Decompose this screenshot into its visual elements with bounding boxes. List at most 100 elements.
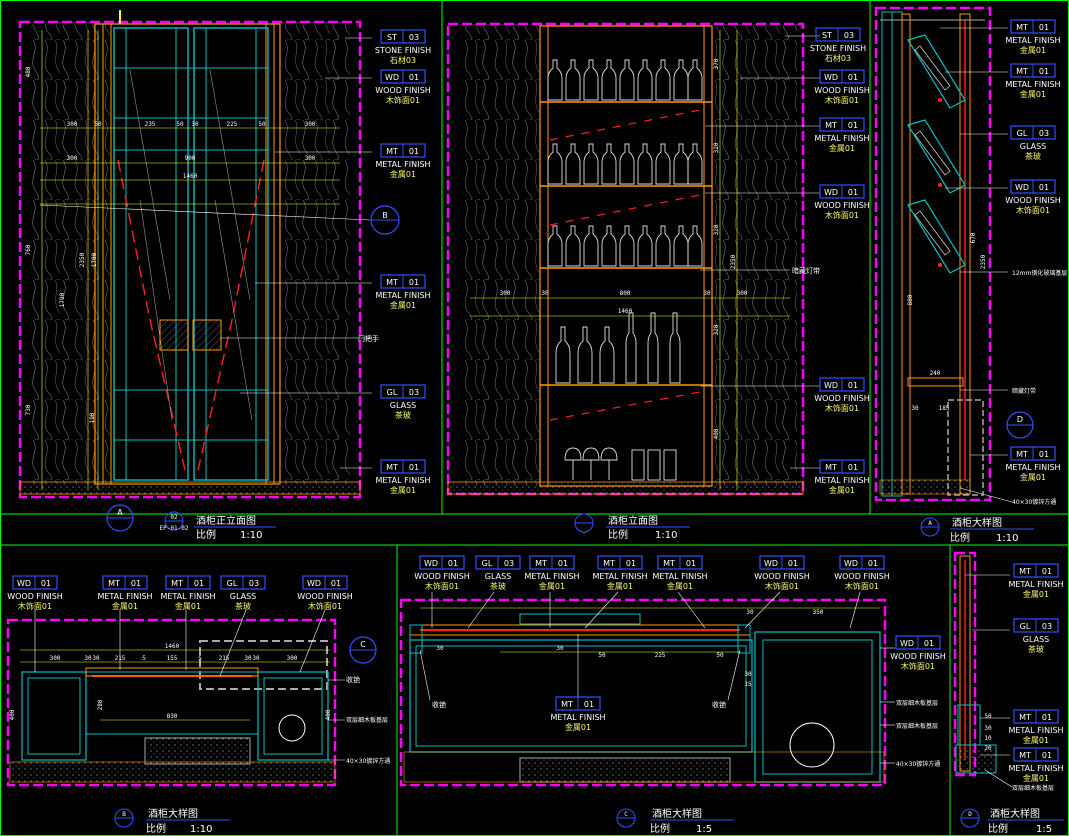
tag-chinese: 茶玻 [1028,644,1044,654]
tag-number: 03 [409,388,419,397]
dim-text: 185 [939,405,950,412]
dim-text: 880 [907,294,914,305]
tag-chinese: 木饰面01 [765,581,799,591]
view-title-detail-b: B 酒柜大样图 比例 1:10 [114,807,230,835]
view-detail-d: 50 30 10 20 双层细木板基层 D 酒柜大样图 比例 1:5 [953,551,1064,835]
svg-text:1:10: 1:10 [655,530,677,541]
svg-text:酒柜大样图: 酒柜大样图 [148,807,198,820]
svg-text:02: 02 [170,514,178,521]
dim-text: 215 [219,655,230,662]
tag-number: 03 [249,579,259,588]
tag-code: MT [386,147,398,156]
tag-english: METAL FINISH [814,476,869,485]
tag-code: MT [386,463,398,472]
tag-code: MT [1016,67,1028,76]
tag-english: METAL FINISH [814,134,869,143]
note-seal: 收铯 [346,675,360,684]
svg-text:比例: 比例 [196,528,216,541]
dim-text: 760 [25,244,32,255]
dim-text: 30 [191,121,199,128]
tag-chinese: 石材03 [390,55,416,65]
tag-number: 01 [131,579,141,588]
tag-code: MT [1019,713,1031,722]
tag-chinese: 金属01 [112,601,138,611]
dim-text: 1790 [59,292,66,307]
tag-chinese: 木饰面01 [1016,205,1050,215]
dim-text: 1460 [618,308,633,315]
svg-text:1:10: 1:10 [240,530,262,541]
tag-code: WD [307,579,321,588]
tag-chinese: 金属01 [175,601,201,611]
dim-text: 730 [25,404,32,415]
tag-chinese: 茶玻 [490,581,506,591]
dim-text: 800 [620,290,631,297]
tag-english: WOOD FINISH [814,86,870,95]
tag-chinese: 金属01 [539,581,565,591]
tag-english: WOOD FINISH [890,652,946,661]
dim-text: 225 [227,121,238,128]
dim-text: 5 [198,655,202,662]
tag-english: METAL FINISH [1005,36,1060,45]
dim-text: 300 [287,655,298,662]
view-title-detail-c: C 酒柜大样图 比例 1:5 [616,807,734,835]
dim-text: 50 [598,652,606,659]
dim-text: 235 [145,121,156,128]
tag-chinese: 金属01 [829,143,855,153]
tag-number: 01 [1042,751,1052,760]
tag-number: 01 [409,278,419,287]
section-marker-a: A [117,508,123,517]
dim-text: 2350 [79,252,86,267]
tag-code: WD [824,188,838,197]
dim-text: 240 [930,370,941,377]
dim-text: 30 [436,645,444,652]
dim-text: 400 [9,709,16,720]
note-light-strip: 暗藏灯带 [792,266,820,275]
tag-chinese: 木饰面01 [386,95,420,105]
dim-text: 190 [89,412,96,423]
tag-number: 03 [504,559,514,568]
dim-text: 30 [703,290,711,297]
tag-number: 01 [448,559,458,568]
tag-chinese: 金属01 [1023,589,1049,599]
svg-text:1:10: 1:10 [996,533,1018,544]
tag-chinese: 金属01 [1020,45,1046,55]
tag-number: 01 [626,559,636,568]
tag-english: WOOD FINISH [814,201,870,210]
tag-number: 03 [1039,129,1049,138]
dim-text: 30 [911,405,919,412]
tag-chinese: 木饰面01 [825,95,859,105]
view-cabinet-elevation: 300 30 800 30 300 1460 370 320 320 320 4… [446,22,820,541]
tag-chinese: 木饰面01 [845,581,879,591]
dim-text: 320 [713,324,720,335]
tag-number: 01 [331,579,341,588]
tag-chinese: 石材03 [825,53,851,63]
dim-text: 30 [556,645,564,652]
tag-english: GLASS [1023,635,1049,644]
dim-text: 50 [258,121,266,128]
tag-code: MT [825,121,837,130]
dim-text: 830 [167,713,178,720]
tag-number: 03 [409,33,419,42]
note-light-strip: 暗藏灯带 [1012,387,1036,395]
svg-text:比例: 比例 [650,822,670,835]
dim-text: 350 [813,609,824,616]
dim-text: 370 [713,58,720,69]
tag-chinese: 金属01 [390,169,416,179]
tag-number: 01 [1039,183,1049,192]
dim-text: 5 [142,655,146,662]
note-square-tube: 40×30镀锌方通 [1012,498,1056,506]
tag-number: 01 [1039,450,1049,459]
view-detail-b: 300 30 30 215 5 155 5 215 30 30 300 1460… [6,609,390,835]
dim-text: 300 [305,121,316,128]
svg-text:C: C [624,811,628,818]
